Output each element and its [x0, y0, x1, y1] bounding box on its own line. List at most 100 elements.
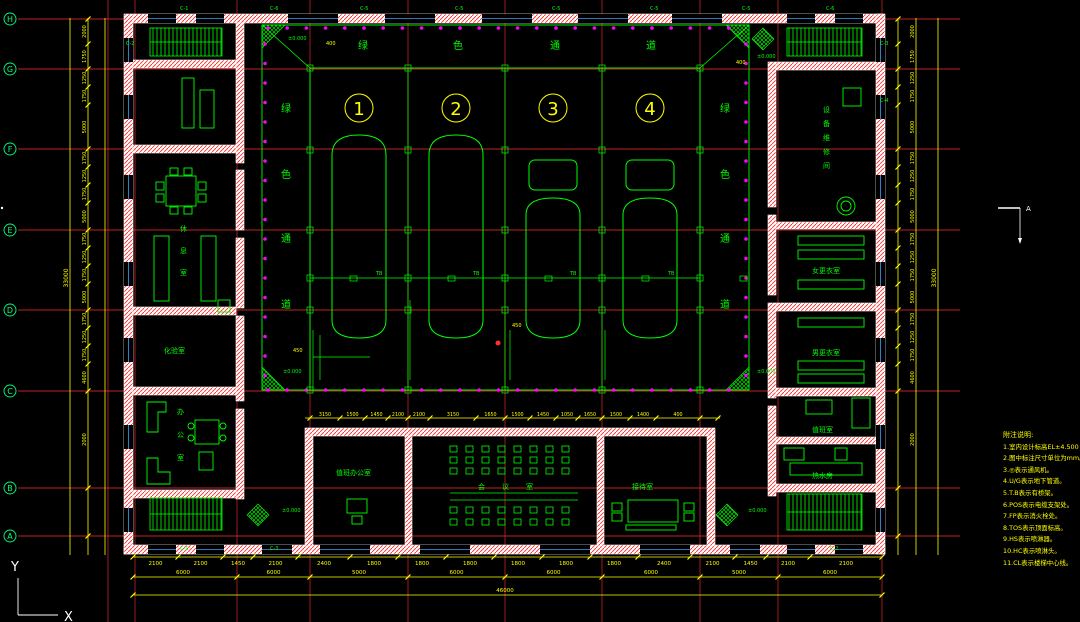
- dim-tick: [895, 200, 901, 206]
- dim-text: 1650: [584, 412, 596, 418]
- grid-node: [306, 306, 314, 314]
- column-dot: [263, 315, 267, 319]
- dim-tick: [347, 554, 353, 560]
- grid-node: [598, 386, 606, 394]
- column-dot: [744, 81, 748, 85]
- column-dot: [744, 315, 748, 319]
- room-equipment-char: 设: [823, 105, 830, 114]
- dim-tick: [895, 16, 901, 22]
- column-dot: [400, 388, 405, 392]
- dim-tick: [587, 554, 593, 560]
- dim-text: 2000: [82, 25, 88, 38]
- dim-text: 1750: [910, 50, 916, 63]
- dim-tick: [895, 361, 901, 367]
- window-tag: C-5: [650, 6, 658, 12]
- window-tag: C-6: [826, 6, 834, 12]
- column-dot: [744, 120, 748, 124]
- dim-text: 1800: [511, 561, 525, 567]
- dim-tick: [85, 102, 91, 108]
- dim-tick: [653, 415, 659, 421]
- grid-node: [696, 386, 704, 394]
- dim-tick: [337, 415, 343, 421]
- dim-tick: [895, 343, 901, 349]
- dim-tick: [895, 485, 901, 491]
- tank-body: [331, 134, 387, 339]
- dim-tick: [715, 415, 721, 421]
- column-dot: [439, 388, 443, 392]
- dim-text: 1450: [231, 561, 245, 567]
- column-dot: [515, 26, 520, 30]
- dim-text: 1750: [910, 349, 916, 362]
- dim-tick: [575, 415, 581, 421]
- column-dot: [263, 237, 267, 241]
- dim-tick: [895, 533, 901, 539]
- dim-text: 1250: [82, 72, 88, 85]
- green-road-top: 绿 色 通 道: [358, 39, 656, 52]
- dim-text: 5000: [82, 291, 88, 304]
- meeting-seat: [465, 518, 474, 526]
- green-road-right: 绿 色 通 道: [720, 102, 730, 311]
- dim-text: 1250: [82, 170, 88, 183]
- pipe-label: TB: [569, 271, 577, 277]
- grid-node: [598, 146, 606, 154]
- dim-text: 2100: [149, 561, 163, 567]
- dim-text: 3150: [319, 412, 331, 418]
- dim-text: 1750: [910, 233, 916, 246]
- meeting-seat: [449, 518, 458, 526]
- dim-tick: [697, 574, 703, 580]
- dim-tick: [234, 574, 240, 580]
- cursor-dot: [0, 206, 4, 210]
- dim-tick: [895, 164, 901, 170]
- road-char: 绿: [358, 39, 368, 52]
- dimension-ticks: [85, 16, 901, 598]
- column-dot: [744, 178, 748, 183]
- tank: 4: [622, 93, 678, 339]
- hall-grid-nodes: [306, 64, 748, 394]
- column-dot: [263, 354, 267, 358]
- column-dot: [263, 373, 267, 378]
- column-dot: [554, 26, 558, 30]
- dim-tick: [895, 41, 901, 47]
- dim-tick: [130, 554, 136, 560]
- road-char: 通: [720, 233, 730, 245]
- dim-tick: [307, 574, 313, 580]
- pipe-node: [447, 275, 456, 282]
- dim-text: 5000: [732, 570, 746, 576]
- column-dot: [263, 295, 267, 300]
- dim-tick: [85, 485, 91, 491]
- window-tag: C-1: [180, 6, 188, 12]
- dim-text: 1800: [367, 561, 381, 567]
- tank: 1: [331, 93, 387, 339]
- dim-text: 5000: [82, 210, 88, 223]
- column-dot: [727, 388, 731, 392]
- dim-tick: [385, 415, 391, 421]
- grid-node: [306, 146, 314, 154]
- column-dot: [744, 256, 748, 261]
- dim-tick: [895, 263, 901, 269]
- dim-tick: [807, 554, 813, 560]
- room-lab-label: 化验室: [164, 346, 185, 355]
- grid-node: [404, 226, 412, 234]
- meeting-seat: [529, 445, 538, 453]
- room-duty-label: 值班室: [812, 425, 833, 434]
- dim-text: 1450: [370, 412, 382, 418]
- dim-text: 1800: [559, 561, 573, 567]
- axis-bubble: [3, 12, 17, 26]
- window-tag: C-3: [270, 546, 278, 552]
- meeting-seat: [497, 518, 506, 526]
- column-dot: [744, 42, 748, 46]
- column-dot: [323, 26, 328, 30]
- column-dot: [631, 26, 635, 30]
- dim-text: 1050: [561, 412, 573, 418]
- room-equipment-char: 维: [823, 133, 830, 142]
- meeting-seat: [545, 456, 554, 464]
- note-item: 8.TOS表示顶面标高。: [1003, 523, 1067, 532]
- dim-text: 2400: [317, 561, 331, 567]
- column-dot: [744, 139, 748, 144]
- dim-tick: [895, 66, 901, 72]
- dim-tick: [85, 227, 91, 233]
- meeting-seat: [497, 506, 506, 514]
- axis-bubble: [3, 62, 17, 76]
- pipe-label: TB: [375, 271, 383, 277]
